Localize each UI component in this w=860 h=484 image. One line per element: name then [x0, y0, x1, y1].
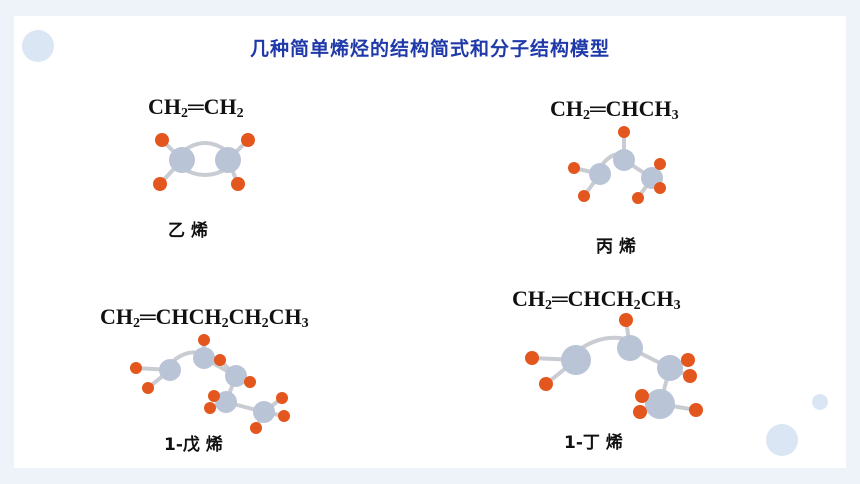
propene-model: [568, 126, 666, 204]
butene-formula: CH2═CHCH2CH3: [512, 286, 681, 313]
pentene-model: [130, 334, 290, 434]
butene-model: [525, 313, 703, 419]
ethene-model: [153, 133, 255, 191]
ethene-formula: CH2═CH2: [148, 94, 244, 121]
butene-label: 1-丁 烯: [564, 433, 623, 453]
decor-circle-right: [812, 394, 828, 410]
decor-circle-bottom-right: [766, 424, 798, 456]
slide-title: 几种简单烯烃的结构简式和分子结构模型: [249, 38, 610, 60]
propene-label: 丙 烯: [596, 237, 636, 257]
pentene-label: 1-戊 烯: [164, 435, 223, 455]
propene-formula: CH2═CHCH3: [550, 96, 679, 123]
pentene-formula: CH2═CHCH2CH2CH3: [100, 304, 309, 331]
ethene-label: 乙 烯: [168, 221, 208, 241]
decor-circle-top-left: [22, 30, 54, 62]
content-panel: [14, 16, 846, 468]
